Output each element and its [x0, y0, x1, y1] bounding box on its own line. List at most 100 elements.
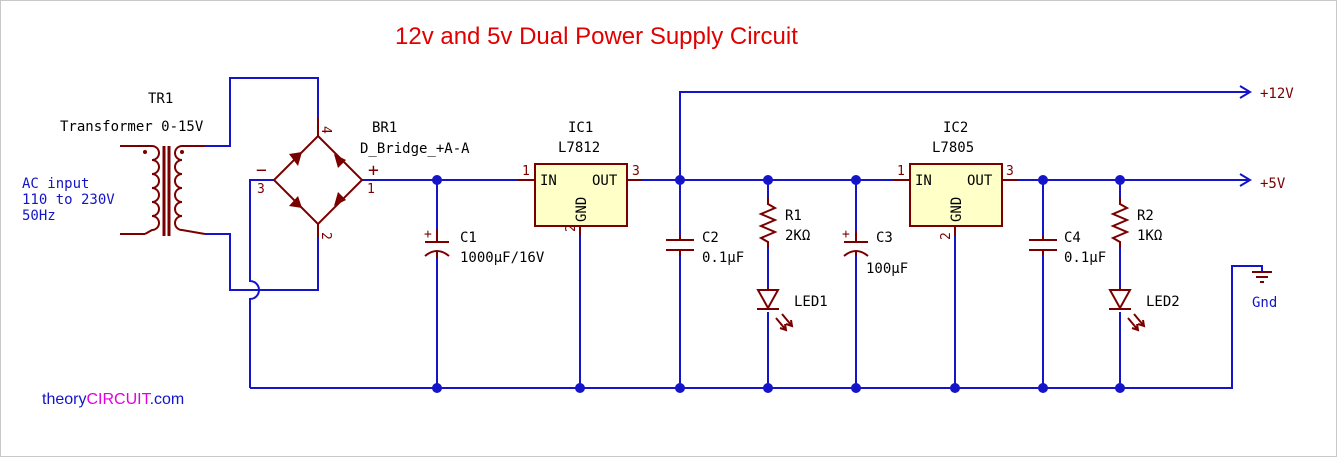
br1-pin-plus: +	[368, 160, 379, 181]
ic2-ref: IC2	[943, 120, 968, 136]
resistor-zigzag	[758, 198, 778, 248]
c1-value: 1000µF/16V	[460, 250, 545, 266]
ic1-ref: IC1	[568, 120, 593, 136]
wire-12v-out	[679, 91, 1250, 180]
led-arrow	[781, 313, 794, 328]
secondary-coil	[174, 145, 206, 235]
led-triangle	[756, 289, 780, 311]
c1-ref: C1	[460, 230, 477, 246]
ac-input-voltage: 110 to 230V	[22, 192, 115, 208]
junction-dot	[1038, 175, 1048, 185]
brand-highlight: CIRCUIT	[86, 391, 151, 408]
ic1-pin1-number: 1	[522, 164, 530, 179]
br1-pin-1: 1	[367, 182, 375, 197]
ic2-value: L7805	[932, 140, 974, 156]
c4-value: 0.1µF	[1064, 250, 1106, 266]
led2-ref: LED2	[1146, 294, 1180, 310]
ic2-out-label: OUT	[967, 173, 993, 189]
ac-input-label: AC input	[22, 176, 89, 192]
resistor-zigzag	[1110, 198, 1130, 248]
brand-prefix: theory	[42, 391, 86, 408]
junction-dot	[851, 383, 861, 393]
bridge-outline	[272, 134, 364, 226]
diode-symbol	[289, 152, 302, 166]
junction-dot	[763, 175, 773, 185]
ic1-pin3-number: 3	[632, 164, 640, 179]
c2-value: 0.1µF	[702, 250, 744, 266]
c3-ref: C3	[876, 230, 893, 246]
ic2-pin2-number: 2	[939, 232, 954, 240]
transformer-tr1	[143, 145, 206, 236]
ic1-body	[534, 163, 628, 227]
diode-symbol	[289, 196, 302, 208]
arrow-12v	[1239, 85, 1252, 99]
br1-ref: BR1	[372, 120, 397, 136]
r1-ref: R1	[785, 208, 802, 224]
junction-dot	[432, 175, 442, 185]
ic2-pin3-number: 3	[1006, 164, 1014, 179]
led1	[756, 288, 794, 332]
wire-sec-top	[205, 77, 319, 147]
junction-dot	[675, 383, 685, 393]
bridge-rectifier-br1	[272, 118, 364, 238]
ground-icon	[1252, 271, 1272, 283]
led-arrow	[775, 317, 788, 332]
tr1-value: Transformer 0-15V	[60, 119, 204, 135]
phase-dot	[180, 150, 184, 154]
br1-pin-3: 3	[257, 182, 265, 197]
junction-dot	[575, 383, 585, 393]
br1-pin-2: 2	[318, 232, 333, 240]
capacitor-c3: +	[842, 227, 869, 257]
wires	[120, 77, 1263, 389]
regulator-ic2	[894, 163, 1018, 236]
ic1-pin2-number: 2	[564, 224, 579, 232]
ic1-gnd-label: GND	[574, 197, 590, 222]
ic2-gnd-label: GND	[949, 197, 965, 222]
arrow-5v	[1239, 173, 1252, 187]
br1-pin-4: 4	[318, 126, 333, 134]
capacitor-c2	[666, 236, 694, 256]
led-arrow	[1133, 313, 1146, 328]
ground-label: Gnd	[1252, 295, 1277, 311]
capacitor-c4	[1029, 236, 1057, 256]
junction-dot	[1115, 175, 1125, 185]
junction-dot	[1115, 383, 1125, 393]
led-arrow	[1127, 317, 1140, 332]
junction-dot	[851, 175, 861, 185]
ic2-in-label: IN	[915, 173, 932, 189]
polarity-plus: +	[424, 227, 432, 242]
c3-value: 100µF	[866, 261, 908, 277]
br1-value: D_Bridge_+A-A	[360, 141, 470, 157]
ic1-value: L7812	[558, 140, 600, 156]
ic1-in-label: IN	[540, 173, 557, 189]
output-12v-label: +12V	[1260, 86, 1294, 102]
diagram-title: 12v and 5v Dual Power Supply Circuit	[395, 23, 798, 50]
ic1-out-label: OUT	[592, 173, 618, 189]
diode-symbol	[334, 192, 346, 206]
polarity-plus: +	[842, 227, 850, 242]
r1-value: 2KΩ	[785, 228, 810, 244]
wire-sec-bottom	[205, 233, 319, 291]
resistor-r1	[758, 198, 778, 248]
led2	[1108, 288, 1146, 332]
phase-dot	[143, 150, 147, 154]
brand-suffix: .com	[150, 391, 185, 408]
ground-bus	[250, 265, 1263, 389]
primary-coil	[144, 145, 160, 235]
br1-pin-minus: −	[256, 160, 267, 181]
ac-input-frequency: 50Hz	[22, 208, 56, 224]
junction-dot	[763, 383, 773, 393]
junction-dot	[1038, 383, 1048, 393]
wire-bridge-minus	[249, 179, 274, 388]
regulator-ic1	[518, 163, 642, 236]
junction-dot	[675, 175, 685, 185]
output-5v-label: +5V	[1260, 176, 1286, 192]
r2-ref: R2	[1137, 208, 1154, 224]
led1-ref: LED1	[794, 294, 828, 310]
diode-symbol	[334, 154, 346, 168]
brand-watermark: theoryCIRCUIT.com	[42, 391, 184, 408]
c2-ref: C2	[702, 230, 719, 246]
tr1-ref: TR1	[148, 91, 173, 107]
junction-dot	[432, 383, 442, 393]
